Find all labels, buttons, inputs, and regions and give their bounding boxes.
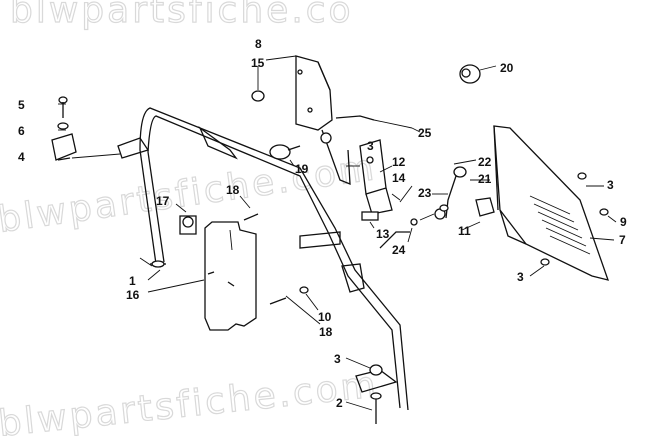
- cable-25: [335, 115, 413, 129]
- callout-10: 10: [318, 310, 332, 324]
- callout-16: 16: [126, 288, 140, 302]
- latch-bracket: [359, 139, 401, 221]
- callout-13: 13: [376, 227, 390, 241]
- callout-20: 20: [500, 61, 514, 75]
- callout-24: 24: [392, 243, 406, 257]
- bumper-frame: [117, 107, 409, 411]
- bracket-plate: [295, 55, 351, 185]
- callout-18: 18: [226, 183, 240, 197]
- callout-2: 2: [336, 396, 343, 410]
- callout-3: 3: [334, 352, 341, 366]
- knob-19: [269, 144, 301, 160]
- callout-1: 1: [129, 274, 136, 288]
- callout-labels: 1 2 3 3 3 3 4 5 6 7 8 9 10 11 12 13 14 1…: [18, 37, 627, 410]
- leader-lines: [58, 55, 617, 411]
- callout-4: 4: [18, 150, 25, 164]
- callout-8: 8: [255, 37, 262, 51]
- callout-15: 15: [251, 56, 265, 70]
- callout-5: 5: [18, 98, 25, 112]
- callout-19: 19: [295, 162, 309, 176]
- screen-panel: [493, 125, 610, 281]
- callout-6: 6: [18, 124, 25, 138]
- callout-14: 14: [392, 171, 406, 185]
- backing-plate: [179, 215, 257, 331]
- knob-15: [251, 90, 265, 102]
- fasteners: [51, 96, 609, 424]
- callout-12: 12: [392, 155, 406, 169]
- callout-23: 23: [418, 186, 432, 200]
- callout-22: 22: [478, 155, 492, 169]
- callout-18: 18: [319, 325, 333, 339]
- callout-9: 9: [620, 215, 627, 229]
- callout-3: 3: [607, 178, 614, 192]
- callout-25: 25: [418, 126, 432, 140]
- callout-7: 7: [619, 233, 626, 247]
- watermark-top: blwpartsfiche.co: [10, 0, 354, 31]
- callout-3: 3: [517, 270, 524, 284]
- callout-21: 21: [478, 172, 492, 186]
- watermark-bottom: blwpartsfiche.com: [0, 364, 381, 436]
- latch-assembly: [410, 166, 495, 226]
- callout-17: 17: [156, 194, 170, 208]
- callout-11: 11: [458, 224, 471, 238]
- grommet-20: [459, 64, 481, 84]
- callout-3: 3: [367, 139, 374, 153]
